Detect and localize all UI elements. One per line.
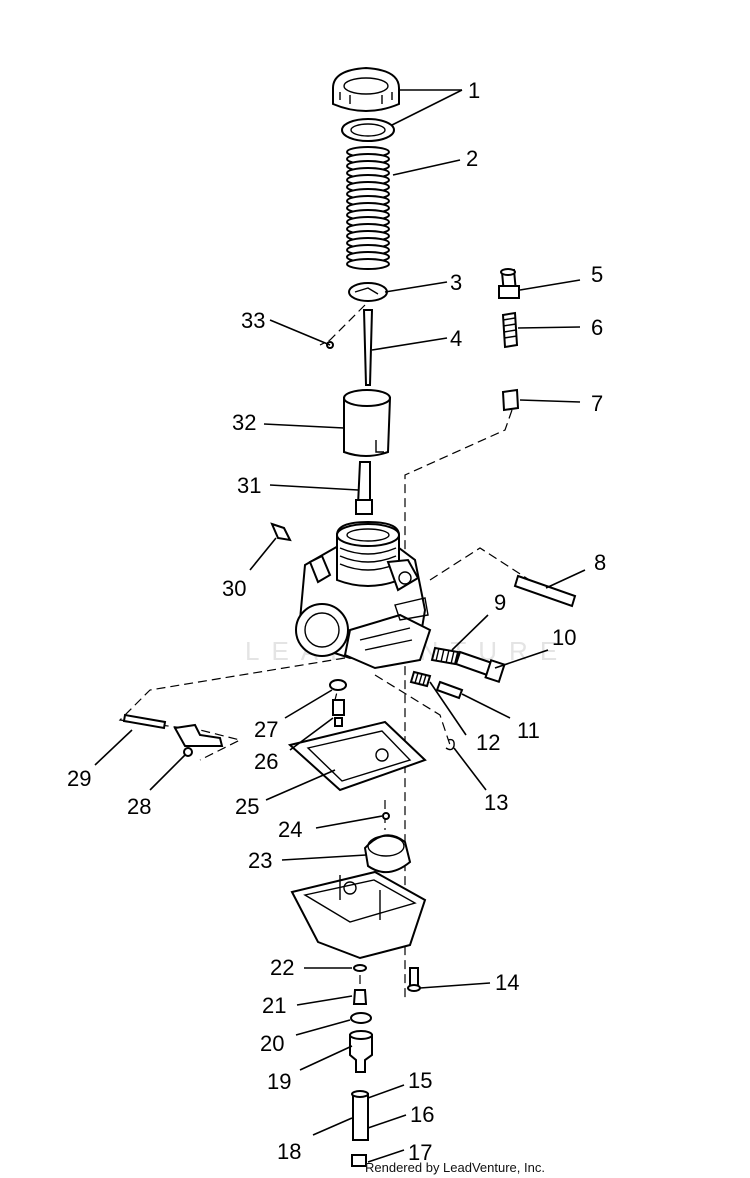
part-21-main-jet: [352, 989, 368, 1005]
callout-17: 17: [408, 1140, 432, 1165]
part-24-needle-valve: [382, 812, 390, 820]
callout-27: 27: [254, 717, 278, 742]
callout-31: 31: [237, 473, 261, 498]
callout-28: 28: [127, 794, 151, 819]
float-bowl: [290, 870, 427, 960]
part-27-nut: [329, 679, 347, 691]
callout-24: 24: [278, 817, 302, 842]
part-12-spring: [409, 670, 432, 688]
callout-22: 22: [270, 955, 294, 980]
part-11-pilot-air-screw: [435, 680, 464, 700]
callout-15: 15: [408, 1068, 432, 1093]
part-15-tube: [351, 1090, 369, 1141]
callout-11: 11: [517, 718, 540, 743]
callout-13: 13: [484, 790, 508, 815]
callout-5: 5: [591, 262, 603, 287]
part-26-jet: [332, 699, 345, 727]
callout-16: 16: [410, 1102, 434, 1127]
callout-19: 19: [267, 1069, 291, 1094]
callout-25: 25: [235, 794, 259, 819]
callout-29: 29: [67, 766, 91, 791]
part-19-jet-holder: [349, 1030, 373, 1073]
part-7-cap: [501, 388, 520, 412]
part-29-float-pin: [122, 713, 167, 730]
callout-3: 3: [450, 270, 462, 295]
part-28-float-arm: [173, 723, 224, 757]
part-1-cap: [332, 66, 400, 142]
part-14-screw: [407, 967, 421, 992]
callout-20: 20: [260, 1031, 284, 1056]
part-32-throttle-slide: [343, 389, 392, 457]
part-4-jet-needle: [362, 309, 374, 386]
part-30-pilot-jet: [270, 522, 292, 542]
callout-14: 14: [495, 970, 519, 995]
callout-8: 8: [594, 550, 606, 575]
callout-6: 6: [591, 315, 603, 340]
part-20-washer: [350, 1012, 372, 1024]
spring-coil: [346, 258, 390, 270]
part-5-air-screw: [498, 268, 520, 299]
part-23-float: [363, 834, 412, 873]
part-8-rod: [513, 574, 577, 608]
callout-23: 23: [248, 848, 272, 873]
footer-credit: Rendered by LeadVenture, Inc.: [365, 1160, 545, 1175]
callout-4: 4: [450, 326, 462, 351]
carburetor-body: [295, 520, 432, 670]
callout-7: 7: [591, 391, 603, 416]
callout-2: 2: [466, 146, 478, 171]
part-17-cap: [351, 1154, 367, 1167]
part-13-clip: [445, 738, 455, 751]
callout-numbers: 1 2 3 4 5 6 7 8 9 10 11 12 13 14 15 16 1…: [67, 78, 606, 1165]
callout-10: 10: [552, 625, 576, 650]
callout-1: 1: [468, 78, 480, 103]
part-9-spring: [430, 646, 460, 666]
callout-30: 30: [222, 576, 246, 601]
callout-26: 26: [254, 749, 278, 774]
part-22-ring: [353, 964, 367, 972]
part-2-spring: [346, 146, 390, 270]
part-6-spring: [501, 311, 519, 349]
part-31-needle-jet: [355, 461, 373, 515]
callout-32: 32: [232, 410, 256, 435]
leader-lines: [94, 89, 586, 1163]
callout-33: 33: [241, 308, 265, 333]
callout-12: 12: [476, 730, 500, 755]
callout-21: 21: [262, 993, 286, 1018]
callout-18: 18: [277, 1139, 301, 1164]
callout-9: 9: [494, 590, 506, 615]
part-3-retainer: [348, 282, 388, 302]
